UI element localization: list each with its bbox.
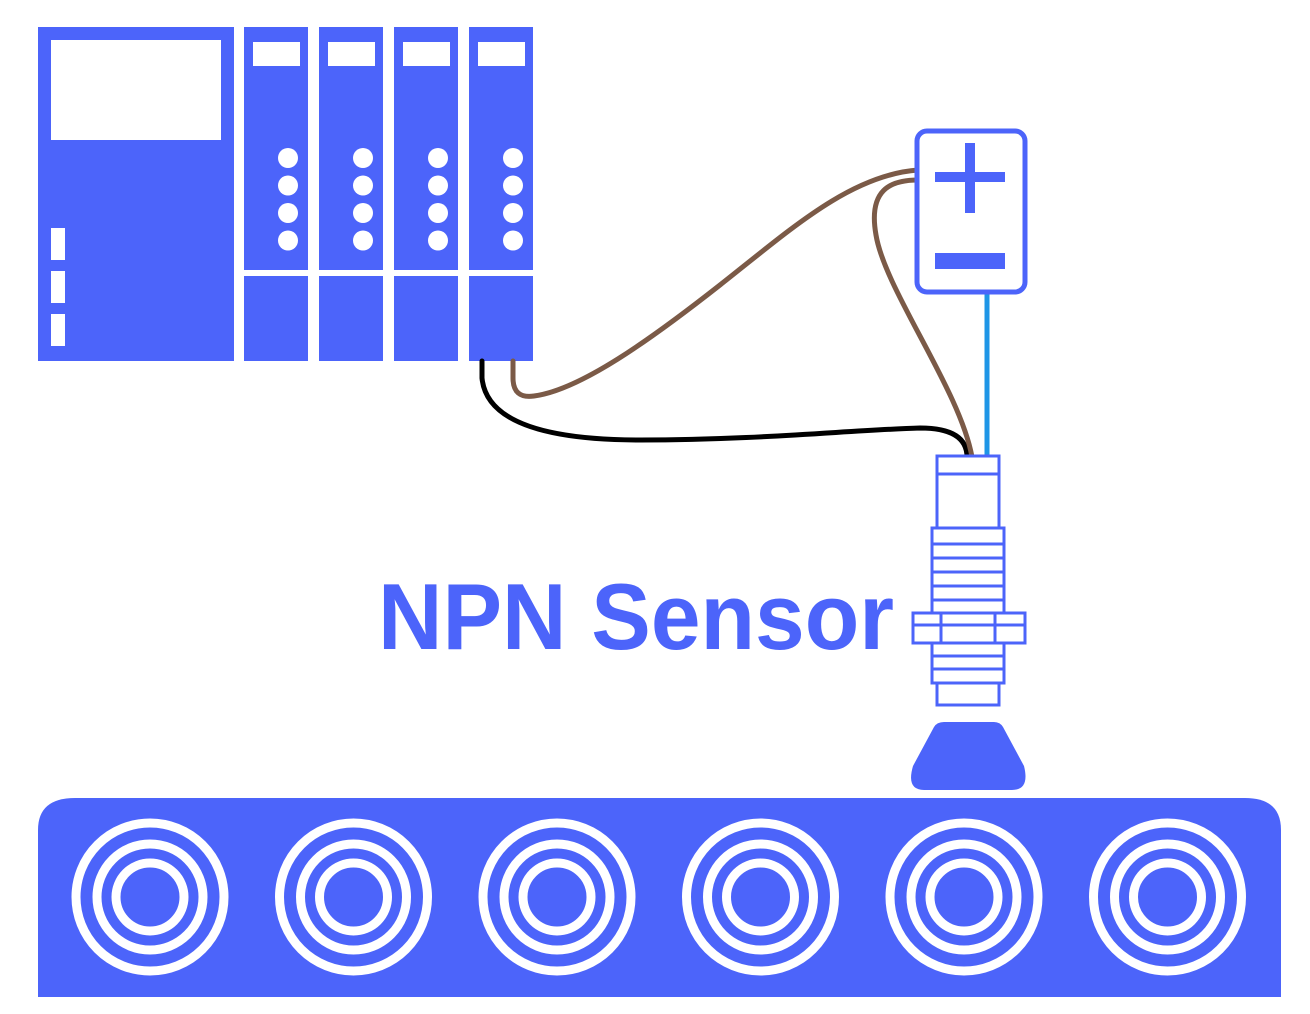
roller-outer-ring (1089, 818, 1246, 976)
io-indicator-led (503, 230, 523, 251)
plc (38, 27, 533, 361)
sensor-thread (930, 526, 1006, 546)
conveyor-roller (275, 818, 432, 976)
roller-hub (518, 858, 596, 936)
io-module-label-slot (253, 42, 300, 66)
io-indicator-led (428, 175, 448, 196)
conveyor-roller (478, 818, 636, 976)
io-module-body (394, 27, 458, 361)
plc-status-led (51, 271, 65, 303)
io-module-body (244, 27, 308, 361)
io-indicator-led (278, 175, 298, 196)
sensor-thread (930, 598, 1006, 615)
io-indicator-led (278, 148, 298, 168)
io-module-label-slot (403, 42, 450, 66)
roller-middle-ring (92, 839, 208, 955)
roller-middle-ring (906, 839, 1022, 955)
plc-io-modules (244, 27, 533, 361)
io-module-body (319, 27, 383, 361)
target-object (911, 722, 1026, 790)
io-indicator-led (353, 203, 373, 223)
sensor-face (935, 681, 1001, 707)
roller-middle-ring (1110, 839, 1225, 955)
plc-display-screen (51, 40, 221, 140)
io-indicator-led (353, 148, 373, 168)
io-module-divider (244, 270, 308, 276)
conveyor-roller (71, 818, 229, 976)
brown-wire-plc (510, 167, 921, 399)
io-module-label-slot (328, 42, 375, 66)
io-module-divider (394, 270, 458, 276)
plc-status-led (51, 314, 65, 346)
sensor-thread (930, 542, 1006, 560)
io-module-divider (319, 270, 383, 276)
roller-outer-ring (275, 818, 432, 976)
minus-icon (935, 253, 1005, 269)
roller-outer-ring (478, 818, 636, 976)
io-module-divider (469, 270, 533, 276)
io-indicator-led (353, 230, 373, 251)
io-indicator-led (278, 230, 298, 251)
roller-middle-ring (499, 839, 615, 955)
roller-middle-ring (703, 839, 818, 955)
conveyor-roller (1089, 818, 1246, 976)
plc-io-module (394, 27, 458, 361)
npn-sensor (911, 454, 1027, 707)
roller-outer-ring (885, 818, 1043, 976)
sensor-thread (930, 556, 1006, 574)
io-indicator-led (428, 148, 448, 168)
sensor-lower-body (930, 641, 1006, 685)
sensor-mounting-nut (911, 611, 1027, 627)
io-indicator-led (503, 148, 523, 168)
io-indicator-led (278, 203, 298, 223)
power-supply (914, 128, 1028, 295)
brown-wire-sensor (871, 177, 975, 460)
io-indicator-led (503, 203, 523, 223)
io-indicator-led (353, 175, 373, 196)
conveyor-roller (885, 818, 1043, 976)
conveyor-roller (682, 818, 839, 976)
sensor-thread (930, 584, 1006, 602)
roller-hub (111, 858, 189, 936)
plc-io-module (469, 27, 533, 361)
plc-cpu-module (38, 27, 234, 361)
sensor-mounting-nut (911, 623, 1027, 645)
roller-outer-ring (682, 818, 839, 976)
wires (479, 167, 990, 460)
roller-hub (722, 858, 799, 936)
sensor-thread (930, 570, 1006, 588)
conveyor (38, 798, 1281, 997)
io-module-body (469, 27, 533, 361)
plus-icon (965, 143, 975, 213)
io-indicator-led (428, 203, 448, 223)
plc-io-module (244, 27, 308, 361)
sensor-upper-body (935, 472, 1001, 530)
roller-hub (925, 858, 1003, 936)
sensor-label: NPN Sensor (378, 564, 894, 669)
plc-status-led (51, 228, 65, 260)
roller-middle-ring (296, 839, 411, 955)
black-wire (479, 358, 970, 460)
plc-io-module (319, 27, 383, 361)
sensor-cable-connector (935, 454, 1001, 476)
roller-hub (315, 858, 392, 936)
io-module-label-slot (478, 42, 525, 66)
conveyor-rollers (71, 818, 1246, 976)
io-indicator-led (503, 175, 523, 196)
roller-outer-ring (71, 818, 229, 976)
roller-hub (1129, 858, 1206, 936)
io-indicator-led (428, 230, 448, 251)
